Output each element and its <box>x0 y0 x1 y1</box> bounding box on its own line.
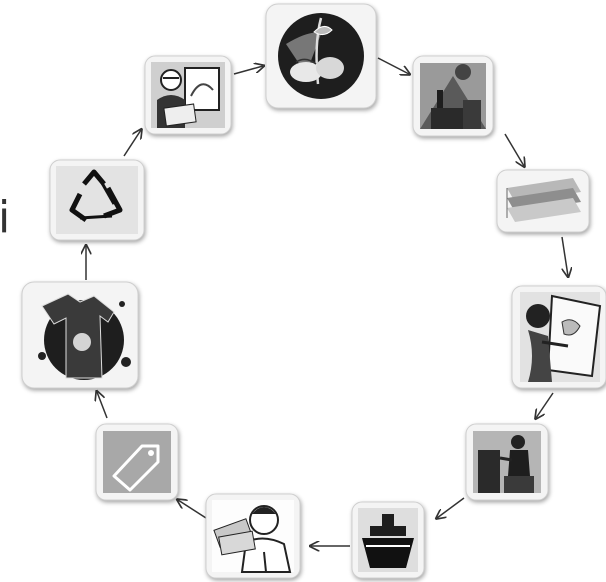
arrow-5 <box>437 497 465 518</box>
stage-purchase <box>205 493 301 579</box>
arrow-4 <box>536 392 554 418</box>
stained-shirt-icon <box>38 293 131 380</box>
stage-fabric <box>496 169 590 233</box>
stage-reuse <box>144 55 232 135</box>
designer-sketching-icon <box>520 292 602 382</box>
fabric-stack-icon <box>506 178 581 222</box>
stage-sewing <box>465 423 549 501</box>
arrow-7 <box>178 500 207 519</box>
sewing-worker-icon <box>473 431 541 493</box>
cargo-ship-icon <box>358 508 418 572</box>
stage-designer <box>511 285 606 389</box>
person-with-paintings-icon <box>151 62 225 128</box>
arrow-2 <box>504 133 524 166</box>
recycle-icon <box>56 166 138 234</box>
factory-icon <box>420 63 486 129</box>
arrow-8 <box>97 392 108 419</box>
stage-factory <box>412 55 494 137</box>
arrow-3 <box>561 236 568 276</box>
stage-retail <box>95 423 179 501</box>
arrow-1 <box>377 57 409 74</box>
shopper-holding-money-icon <box>212 500 294 573</box>
arrow-11 <box>233 66 263 75</box>
arrow-10 <box>123 130 141 157</box>
cotton-plant-icon <box>278 13 364 99</box>
stage-shipping <box>351 501 425 579</box>
price-tag-icon <box>103 431 171 493</box>
stage-cotton-plant <box>265 3 377 109</box>
edge-glyph: i <box>0 192 11 243</box>
stage-recycling <box>49 159 145 241</box>
cycle-arrows <box>86 57 568 546</box>
stage-disposal <box>21 281 139 389</box>
